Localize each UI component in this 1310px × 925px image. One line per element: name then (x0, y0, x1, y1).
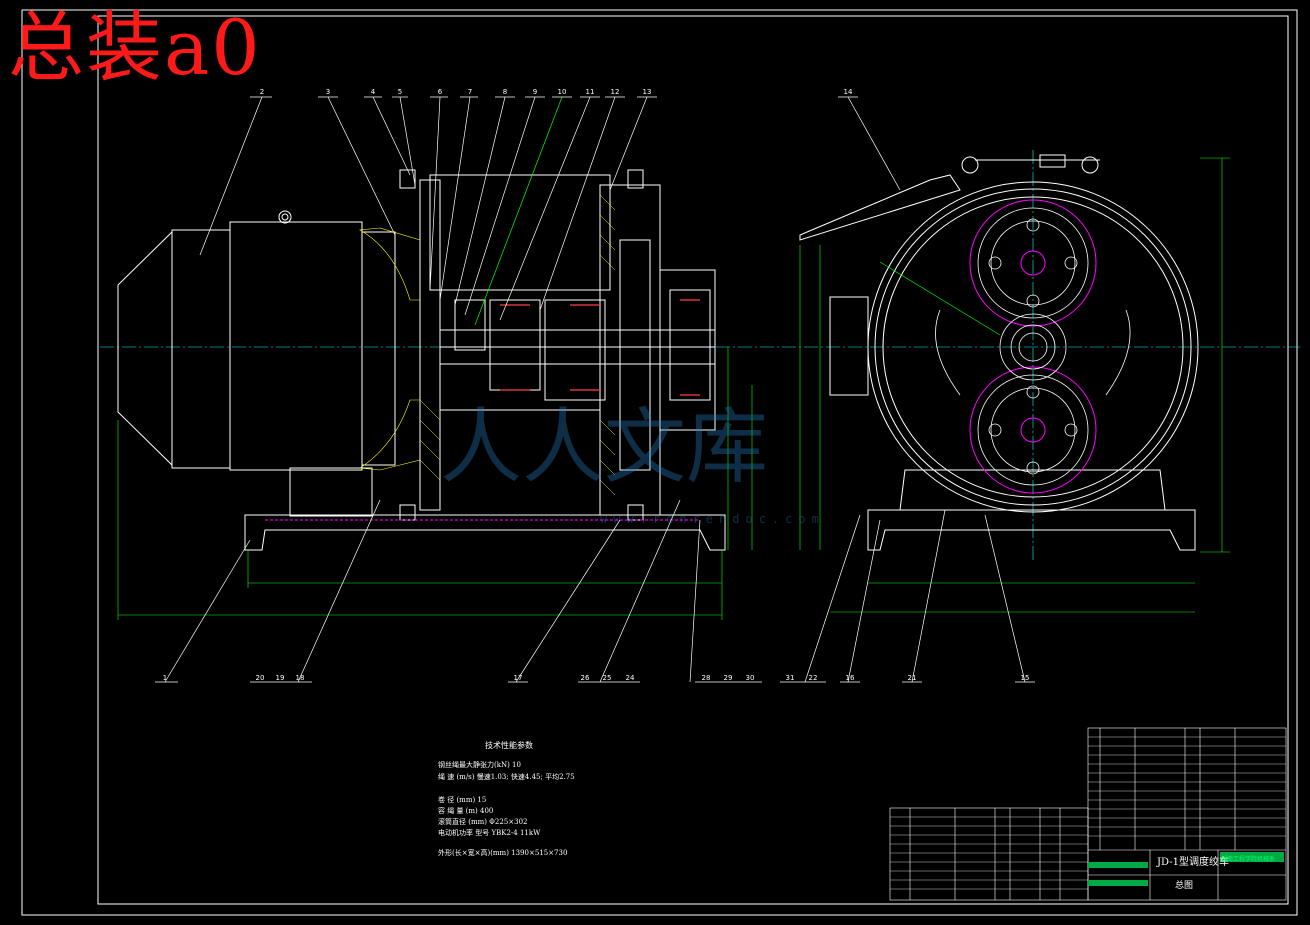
motor-flange-hatch (359, 227, 421, 301)
parts-list-right-rows (1088, 736, 1286, 837)
motor-flange-hatch-2 (359, 399, 421, 471)
side-view-gear-outlines (935, 207, 1131, 486)
balloon-10: 10 (558, 88, 567, 96)
title-block-green-cells (1088, 852, 1284, 886)
balloon-22: 22 (809, 674, 818, 682)
balloon-1: 1 (163, 674, 167, 682)
balloon-12: 12 (611, 88, 620, 96)
balloon-6: 6 (438, 88, 443, 96)
title-block-sheet: 总图 (1175, 881, 1194, 891)
tech-row-5: 滚筒直径 (mm) Φ225×302 (438, 818, 528, 826)
balloon-20: 20 (256, 674, 265, 682)
base-frame-front (244, 514, 726, 551)
gearbox-hatching (419, 194, 616, 496)
inner-frame (97, 15, 1289, 905)
balloon-21: 21 (908, 674, 917, 682)
balloon-5: 5 (398, 88, 402, 96)
overlay-title: 总装a0 (8, 3, 262, 92)
tech-row-2: 绳 速 (m/s) 慢速1.03; 快速4.45; 平均2.75 (438, 773, 575, 781)
balloon-25: 25 (603, 674, 612, 682)
balloon-numbers: 2 3 4 5 6 7 8 9 10 11 12 13 14 1 20 19 1… (163, 88, 1030, 682)
balloon-9: 9 (533, 88, 537, 96)
tech-row-6: 电动机功率 型号 YBK2-4 11kW (438, 829, 541, 837)
balloon-24: 24 (626, 674, 635, 682)
leader-lines (164, 96, 1026, 683)
tech-table-title: 技术性能参数 (485, 741, 533, 750)
balloon-29: 29 (724, 674, 733, 682)
balloon-28: 28 (702, 674, 711, 682)
side-view-gears (969, 199, 1097, 494)
balloon-30: 30 (746, 674, 755, 682)
motor (117, 210, 396, 517)
balloon-8: 8 (503, 88, 507, 96)
outer-frame (21, 9, 1298, 916)
gearbox-red-hatch (500, 299, 700, 396)
balloon-13: 13 (643, 88, 652, 96)
title-block-drawing-name: JD-1型调度绞车 (1157, 857, 1229, 868)
tech-row-3: 卷 径 (mm) 15 (438, 796, 487, 804)
parts-list-left (889, 807, 1089, 901)
title-block-org: 湖南工程学院机械系 (1221, 856, 1276, 863)
balloon-11: 11 (586, 88, 595, 96)
balloon-18: 18 (296, 674, 305, 682)
side-view (799, 154, 1199, 551)
tech-row-1: 钢丝绳最大静张力(kN) 10 (438, 761, 521, 769)
tech-row-4: 容 绳 量 (m) 400 (438, 807, 494, 815)
dimension-lines (117, 157, 1230, 620)
watermark-logo: 人人文库 (440, 400, 769, 495)
balloon-14: 14 (844, 88, 853, 96)
balloon-31: 31 (786, 674, 795, 682)
tech-row-7: 外形(长×宽×高)(mm) 1390×515×730 (438, 849, 568, 857)
watermark-url: www.renrendoc.com (600, 512, 825, 526)
balloon-26: 26 (581, 674, 590, 682)
balloon-4: 4 (371, 88, 376, 96)
balloon-3: 3 (326, 88, 330, 96)
balloon-19: 19 (276, 674, 285, 682)
parts-list-right (1087, 727, 1287, 901)
balloon-ticks (155, 96, 1035, 683)
balloon-7: 7 (468, 88, 472, 96)
balloon-17: 17 (514, 674, 523, 682)
balloon-16: 16 (846, 674, 855, 682)
balloon-15: 15 (1021, 674, 1030, 682)
parts-list-left-rows (890, 816, 1088, 890)
balloon-2: 2 (260, 88, 264, 96)
